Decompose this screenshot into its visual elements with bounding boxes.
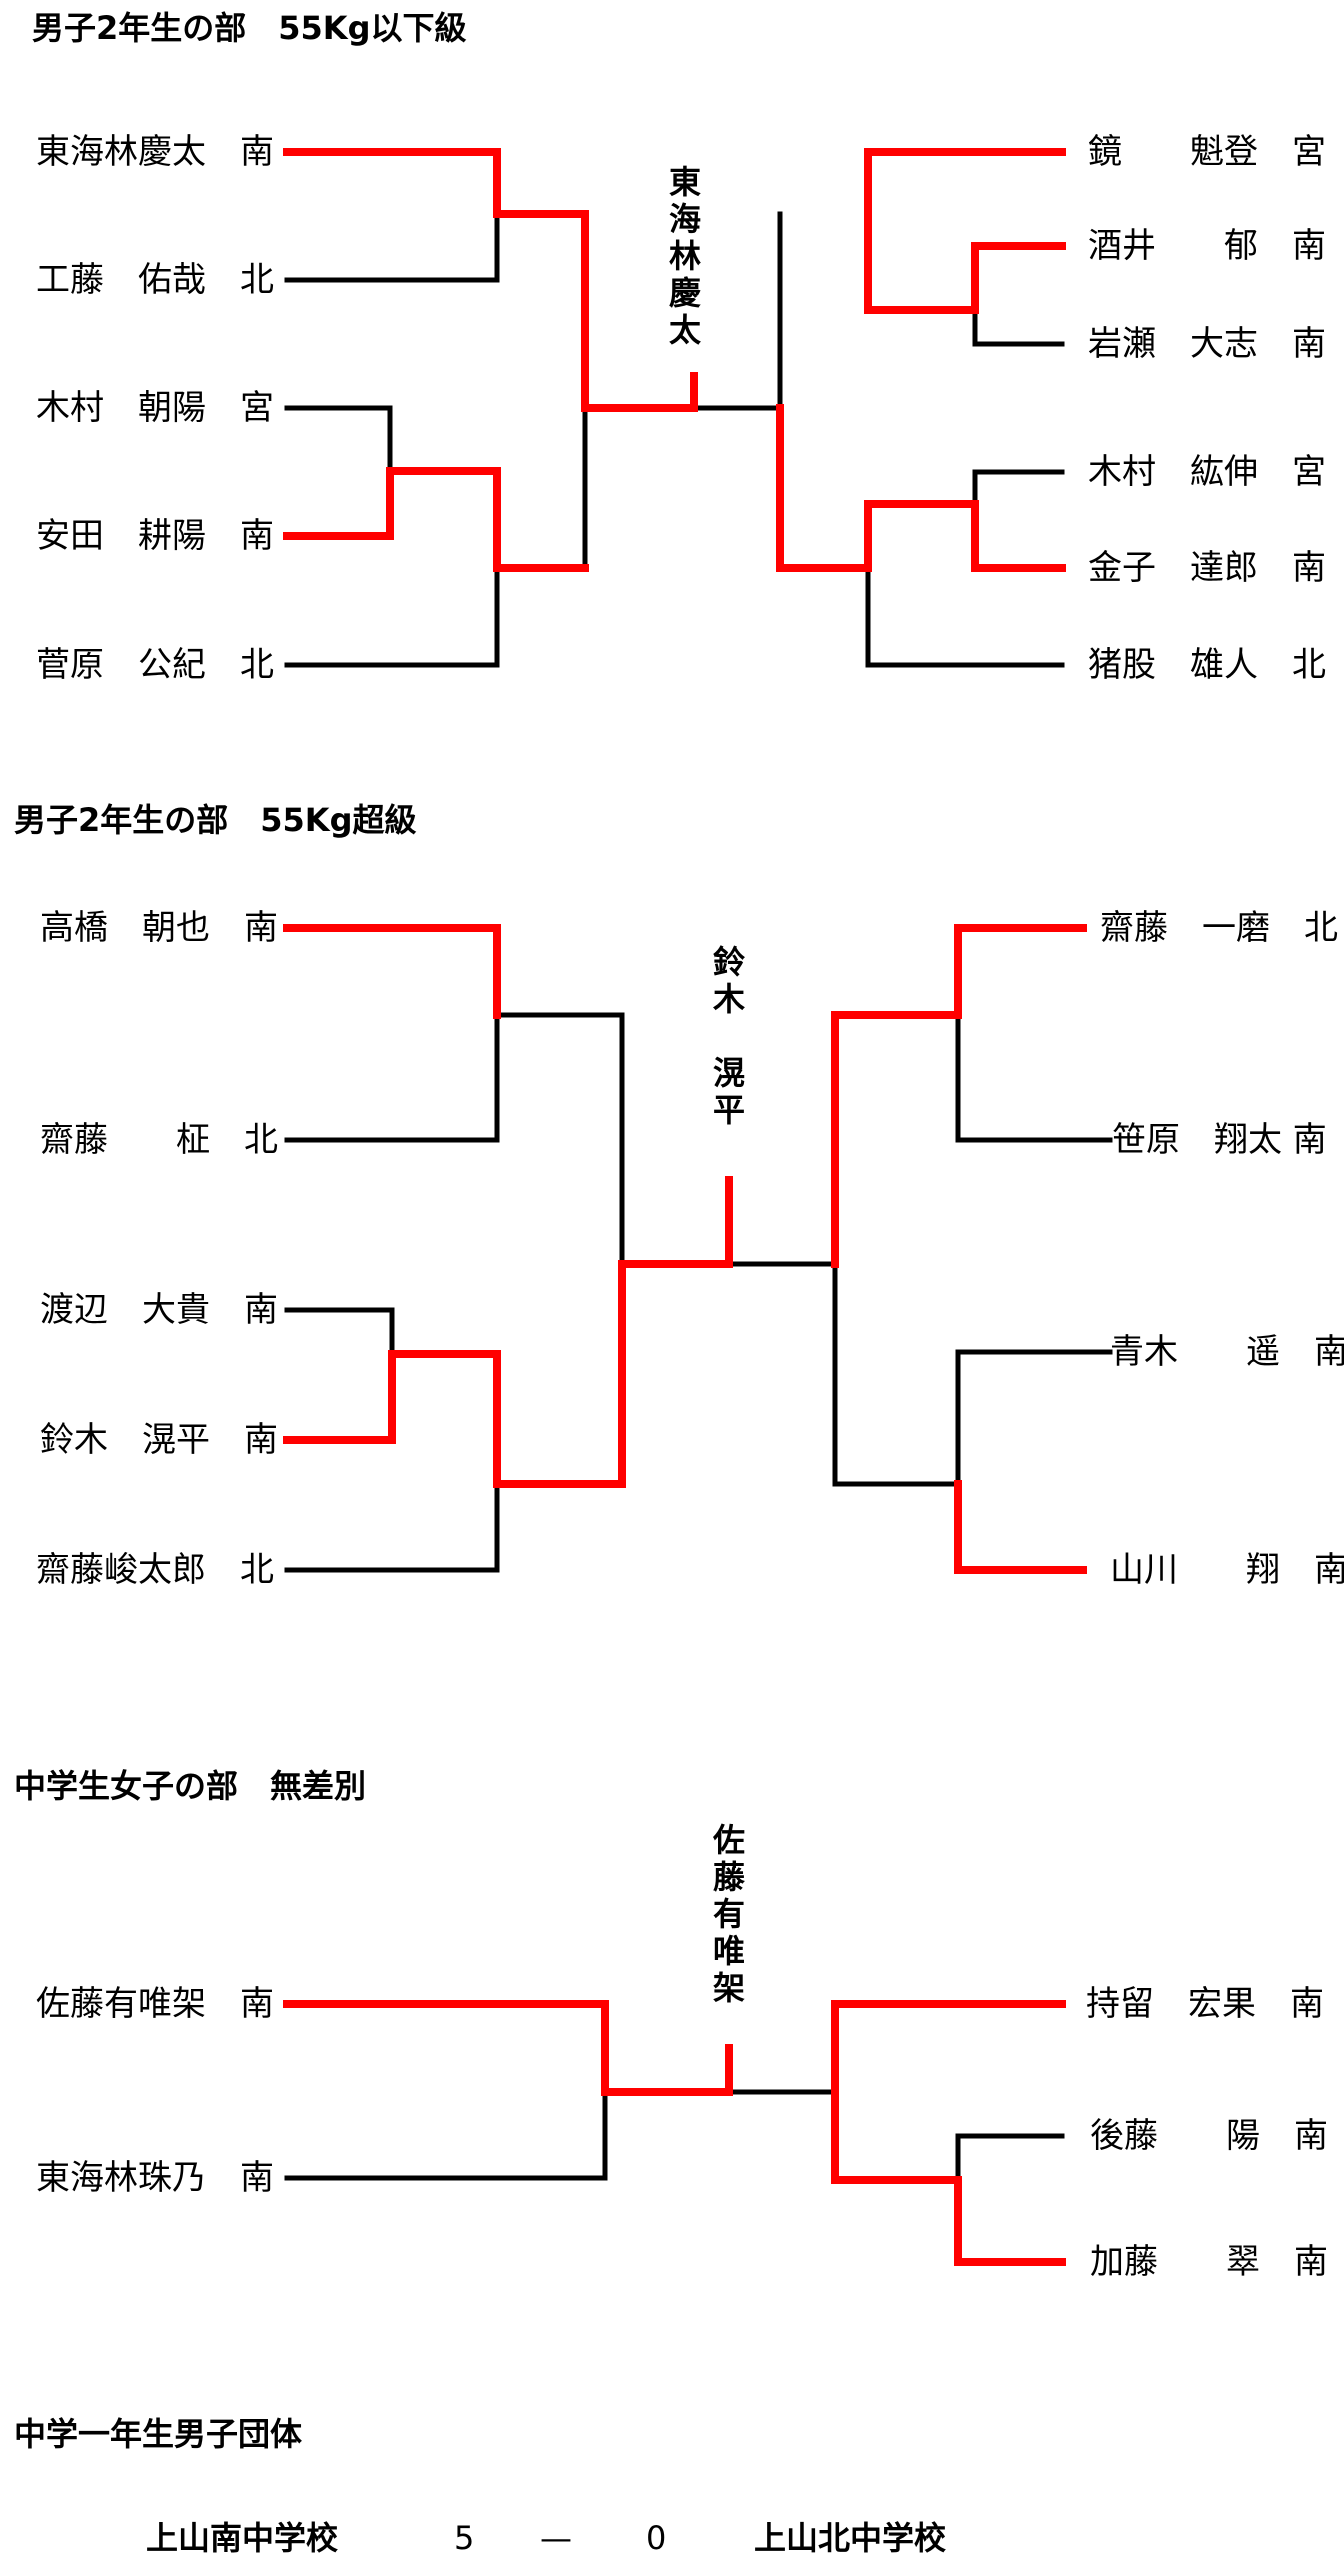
winner-char: [704, 1018, 754, 1055]
bracket-line: [955, 1012, 1113, 1143]
bracket-line: [865, 565, 1065, 668]
competitor-name: 佐藤有唯架 南: [36, 1984, 274, 2024]
competitor-name: 鈴木 滉平 南: [40, 1420, 278, 1460]
bracket-line: [283, 924, 501, 1019]
winner-char: 林: [668, 237, 701, 275]
winner-char: 藤: [712, 1858, 745, 1896]
team-away-name: 上山北中学校: [754, 2519, 947, 2557]
competitor-name: 安田 耕陽 南: [36, 516, 274, 556]
bracket-line: [284, 405, 393, 474]
bracket-line: [865, 211, 978, 313]
competitor-name: 猪股 雄人 北: [1088, 645, 1326, 685]
bracket-line: [284, 2089, 608, 2181]
team-home-name: 上山南中学校: [146, 2519, 339, 2557]
bracket-line: [864, 148, 1066, 218]
section-title: 男子2年生の部 55Kg超級: [14, 801, 417, 839]
competitor-name: 青木 遥 南: [1110, 1332, 1344, 1372]
winner-char: 慶: [668, 274, 701, 312]
bracket-line: [955, 1349, 1113, 1487]
winner-path-line: [283, 2000, 733, 2096]
bracket-line: [776, 404, 1066, 572]
bracket-line: [864, 242, 1066, 314]
competitor-name: 持留 宏果 南: [1086, 1984, 1324, 2024]
competitor-name: 高橋 朝也 南: [40, 908, 278, 948]
bracket-line: [831, 924, 1087, 1268]
bracket-line: [284, 1012, 625, 1267]
bracket-line: [284, 565, 500, 668]
bracket-line: [955, 2133, 1065, 2183]
competitor-name: 鏡 魁登 宮: [1088, 132, 1326, 172]
competitor-name: 東海林慶太 南: [36, 132, 274, 172]
winner-name: 東 海 林 慶 太: [660, 164, 710, 349]
winner-char: 平: [712, 1091, 745, 1129]
competitor-name: 東海林珠乃 南: [36, 2158, 274, 2198]
bracket-line: [972, 469, 1065, 507]
winner-path-line: [283, 148, 698, 412]
competitor-name: 山川 翔 南: [1110, 1550, 1344, 1590]
competitor-name: 齋藤峻太郎 北: [36, 1550, 274, 1590]
competitor-name: 工藤 佑哉 北: [36, 260, 274, 300]
team-away-score: 0: [646, 2519, 667, 2557]
bracket-line: [972, 307, 1065, 347]
winner-char: 鈴: [712, 943, 745, 981]
competitor-name: 木村 朝陽 宮: [36, 388, 274, 428]
winner-char: 海: [668, 200, 701, 238]
bracket-line: [726, 1261, 961, 1487]
section-title: 中学一年生男子団体: [14, 2415, 303, 2453]
bracket-line: [831, 2088, 1066, 2266]
winner-char: 滉: [712, 1054, 745, 1092]
winner-name: 佐 藤 有 唯 架: [704, 1822, 754, 2007]
winner-char: 木: [712, 980, 745, 1018]
bracket-line: [954, 1480, 1087, 1574]
competitor-name: 岩瀬 大志 南: [1088, 324, 1326, 364]
competitor-name: 後藤 陽 南: [1090, 2116, 1328, 2156]
winner-name: 鈴 木 滉 平: [704, 944, 754, 1129]
winner-path-line: [283, 1176, 733, 1488]
team-home-score: 5: [454, 2519, 475, 2557]
competitor-name: 齋藤 一磨 北: [1100, 908, 1338, 948]
section-title: 中学生女子の部 無差別: [14, 1767, 367, 1805]
bracket-line: [284, 211, 500, 283]
score-dash: —: [540, 2519, 572, 2557]
section-title: 男子2年生の部 55Kg以下級: [32, 9, 467, 47]
winner-char: 東: [668, 163, 701, 201]
competitor-name: 菅原 公紀 北: [36, 645, 274, 685]
winner-char: 架: [712, 1969, 745, 2007]
winner-char: 有: [712, 1895, 745, 1933]
competitor-name: 木村 紘伸 宮: [1088, 452, 1326, 492]
competitor-name: 加藤 翠 南: [1090, 2242, 1328, 2282]
bracket-line: [831, 2000, 1066, 2096]
winner-char: 唯: [712, 1932, 745, 1970]
competitor-name: 金子 達郎 南: [1088, 548, 1326, 588]
competitor-name: 渡辺 大貴 南: [40, 1290, 278, 1330]
bracket-line: [284, 1307, 395, 1357]
competitor-name: 笹原 翔太 南: [1112, 1120, 1327, 1160]
winner-char: 太: [668, 311, 701, 349]
winner-char: 佐: [712, 1821, 745, 1859]
competitor-name: 齋藤 柾 北: [40, 1120, 278, 1160]
bracket-line: [283, 467, 589, 572]
bracket-line: [284, 1481, 500, 1573]
bracket-line: [726, 2089, 838, 2183]
competitor-name: 酒井 郁 南: [1088, 226, 1326, 266]
